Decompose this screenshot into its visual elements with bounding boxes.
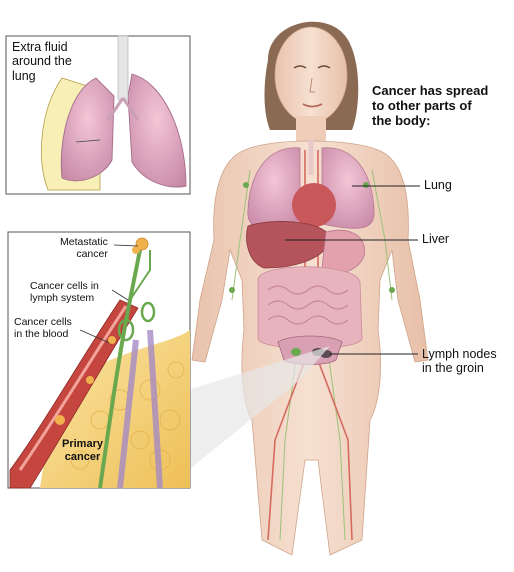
label-lymph-system: Cancer cells in lymph system <box>30 280 99 304</box>
heading: Cancer has spread to other parts of the … <box>372 84 488 129</box>
label-extra-fluid: Extra fluid around the lung <box>12 40 72 83</box>
label-liver: Liver <box>422 232 449 246</box>
label-lung: Lung <box>424 178 452 192</box>
label-blood: Cancer cells in the blood <box>14 316 72 340</box>
label-primary-cancer: Primary cancer <box>62 438 103 463</box>
label-metastatic: Metastatic cancer <box>60 236 108 260</box>
label-lymph-nodes: Lymph nodes in the groin <box>422 347 497 376</box>
